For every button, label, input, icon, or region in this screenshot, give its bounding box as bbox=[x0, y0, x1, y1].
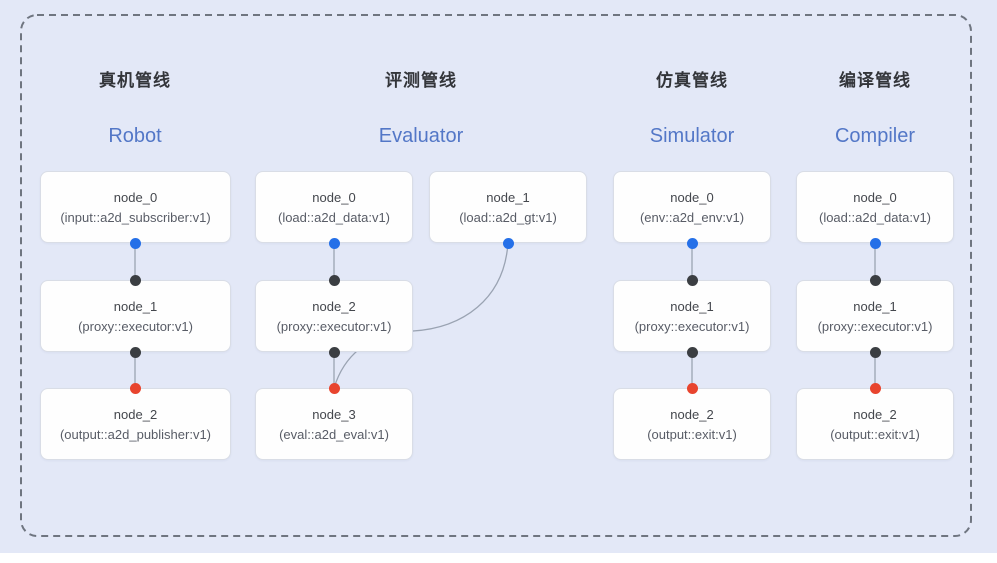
node-impl: (eval::a2d_eval:v1) bbox=[279, 426, 389, 442]
node-impl: (output::exit:v1) bbox=[647, 426, 737, 442]
node-name: node_0 bbox=[312, 189, 356, 205]
node-name: node_0 bbox=[670, 189, 714, 205]
output-port-dot bbox=[129, 346, 141, 358]
input-port-dot bbox=[129, 382, 141, 394]
node-impl: (proxy::executor:v1) bbox=[276, 318, 392, 334]
pipeline-title-zh-robot: 真机管线 bbox=[99, 71, 171, 90]
robot-node-2-card: node_2 (output::a2d_publisher:v1) bbox=[40, 388, 231, 460]
input-port-dot bbox=[869, 382, 881, 394]
node-impl: (proxy::executor:v1) bbox=[634, 318, 750, 334]
input-port-dot bbox=[869, 274, 881, 286]
output-port-dot bbox=[869, 237, 881, 249]
output-port-dot bbox=[129, 237, 141, 249]
node-impl: (load::a2d_gt:v1) bbox=[459, 209, 557, 225]
node-name: node_1 bbox=[853, 298, 897, 314]
input-port-dot bbox=[328, 274, 340, 286]
pipeline-title-zh-simulator: 仿真管线 bbox=[656, 71, 728, 90]
pipeline-title-en-compiler: Compiler bbox=[834, 125, 916, 147]
input-port-dot bbox=[328, 382, 340, 394]
node-name: node_0 bbox=[113, 189, 158, 205]
simulator-node-0-card: node_0 (env::a2d_env:v1) bbox=[613, 171, 771, 243]
node-name: node_1 bbox=[113, 298, 158, 314]
output-port-dot bbox=[502, 237, 514, 249]
node-name: node_2 bbox=[113, 406, 158, 422]
evaluator-node-3-card: node_3 (eval::a2d_eval:v1) bbox=[255, 388, 413, 460]
pipeline-title-zh-compiler: 编译管线 bbox=[839, 71, 911, 90]
pipeline-title-en-robot: Robot bbox=[108, 125, 162, 147]
node-name: node_2 bbox=[670, 406, 714, 422]
node-name: node_0 bbox=[853, 189, 897, 205]
evaluator-node-0-card: node_0 (load::a2d_data:v1) bbox=[255, 171, 413, 243]
node-impl: (input::a2d_subscriber:v1) bbox=[60, 209, 211, 225]
output-port-dot bbox=[686, 346, 698, 358]
node-name: node_3 bbox=[312, 406, 356, 422]
input-port-dot bbox=[129, 274, 141, 286]
node-name: node_1 bbox=[486, 189, 530, 205]
node-name: node_1 bbox=[670, 298, 714, 314]
gt-to-eval-curve bbox=[333, 242, 509, 389]
node-impl: (output::a2d_publisher:v1) bbox=[59, 426, 212, 442]
node-impl: (env::a2d_env:v1) bbox=[639, 209, 745, 225]
simulator-node-2-card: node_2 (output::exit:v1) bbox=[613, 388, 771, 460]
node-impl: (proxy::executor:v1) bbox=[78, 318, 193, 334]
node-impl: (output::exit:v1) bbox=[830, 426, 920, 442]
input-port-dot bbox=[686, 274, 698, 286]
compiler-node-1-card: node_1 (proxy::executor:v1) bbox=[796, 280, 954, 352]
node-name: node_2 bbox=[312, 298, 356, 314]
node-impl: (load::a2d_data:v1) bbox=[818, 209, 932, 225]
pipeline-title-zh-evaluator: 评测管线 bbox=[385, 71, 457, 90]
output-port-dot bbox=[869, 346, 881, 358]
output-port-dot bbox=[686, 237, 698, 249]
compiler-node-2-card: node_2 (output::exit:v1) bbox=[796, 388, 954, 460]
node-impl: (proxy::executor:v1) bbox=[817, 318, 933, 334]
output-port-dot bbox=[328, 346, 340, 358]
simulator-node-1-card: node_1 (proxy::executor:v1) bbox=[613, 280, 771, 352]
dashed-border bbox=[20, 14, 972, 537]
output-port-dot bbox=[328, 237, 340, 249]
node-impl: (load::a2d_data:v1) bbox=[277, 209, 391, 225]
robot-node-1-card: node_1 (proxy::executor:v1) bbox=[40, 280, 231, 352]
evaluator-node-1-card: node_1 (load::a2d_gt:v1) bbox=[429, 171, 587, 243]
node-name: node_2 bbox=[853, 406, 897, 422]
input-port-dot bbox=[686, 382, 698, 394]
pipeline-title-en-simulator: Simulator bbox=[649, 125, 735, 147]
pipeline-title-en-evaluator: Evaluator bbox=[378, 125, 464, 147]
evaluator-node-2-card: node_2 (proxy::executor:v1) bbox=[255, 280, 413, 352]
robot-node-0-card: node_0 (input::a2d_subscriber:v1) bbox=[40, 171, 231, 243]
compiler-node-0-card: node_0 (load::a2d_data:v1) bbox=[796, 171, 954, 243]
